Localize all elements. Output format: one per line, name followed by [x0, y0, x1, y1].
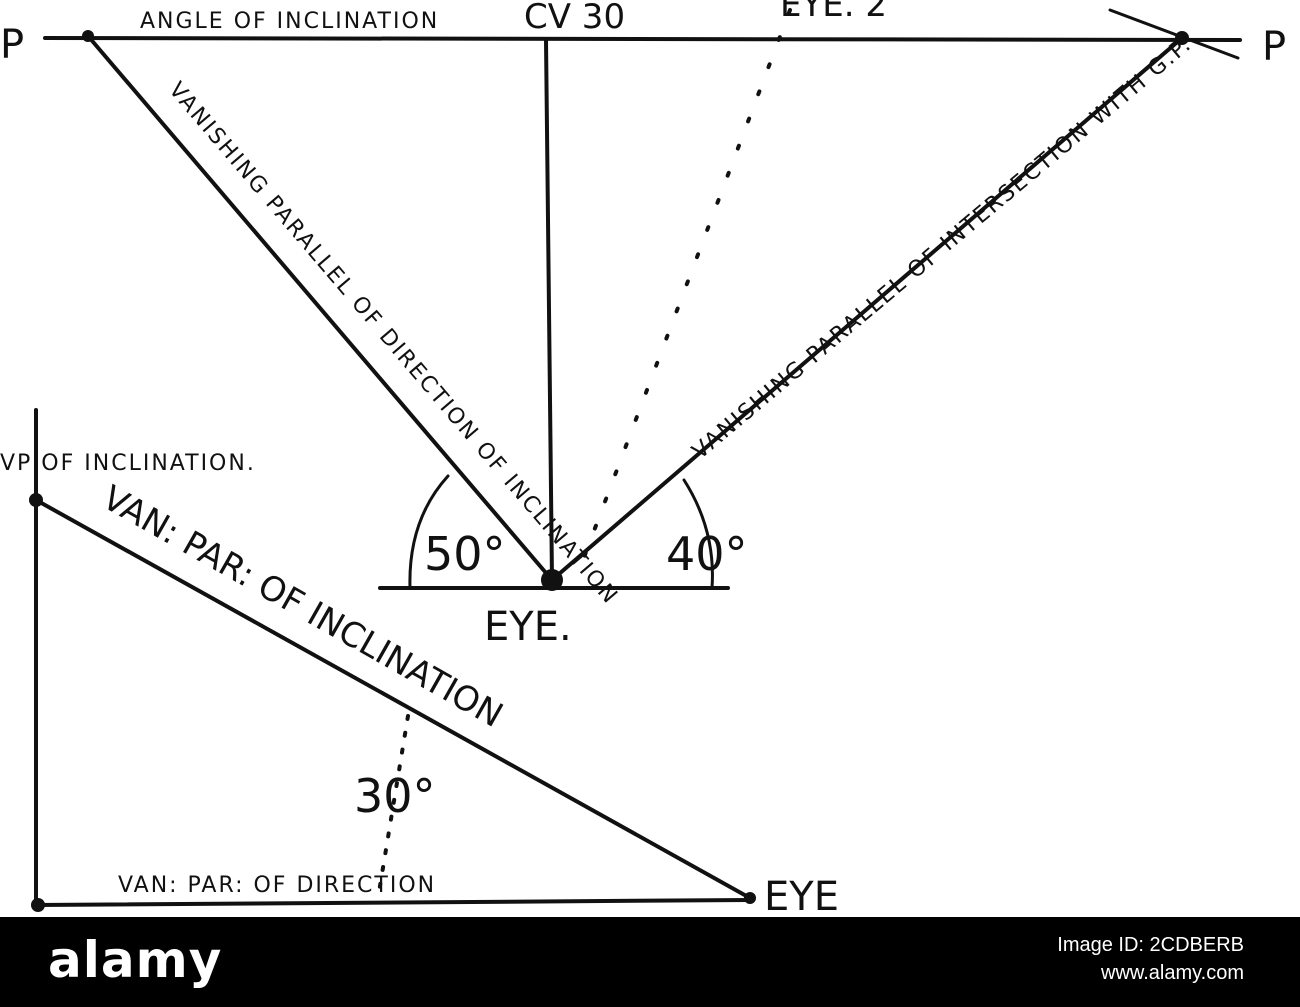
- picture-plane-line: [43, 36, 1242, 42]
- vp-point-lower: [29, 493, 43, 507]
- label-angle-30: 30°: [354, 769, 436, 823]
- footer-url: www.alamy.com: [1101, 962, 1244, 984]
- label-eye-upper: EYE.: [484, 604, 572, 650]
- eye-dotted-line: [578, 8, 792, 570]
- label-van-par-intersection: VANISHING PARALLEL OF INTERSECTION WITH …: [688, 32, 1197, 465]
- label-angle-40: 40°: [666, 527, 748, 581]
- vanishing-direction-line: [86, 34, 554, 582]
- label-van-par-direction: VANISHING PARALLEL OF DIRECTION OF INCLI…: [163, 78, 623, 610]
- alamy-logo: alamy: [48, 931, 223, 989]
- angle-40-arc: [682, 478, 714, 590]
- angle-50-arc: [408, 474, 450, 590]
- label-eye-lower: EYE: [764, 874, 839, 917]
- label-p-left: P: [0, 22, 24, 68]
- label-p-right: P: [1262, 24, 1286, 70]
- label-van-par-inclination: VAN: PAR: OF INCLINATION: [96, 478, 510, 736]
- label-eye-2: EYE. 2: [780, 0, 887, 25]
- label-angle-50: 50°: [424, 527, 506, 581]
- image-id: Image ID: 2CDBERB: [1057, 934, 1244, 956]
- vanishing-intersection-line: [550, 36, 1184, 582]
- watermark-footer: alamy Image ID: 2CDBERB www.alamy.com: [0, 917, 1300, 1007]
- lower-baseline: [34, 898, 752, 907]
- angle-30-dotted: [376, 714, 410, 900]
- eye-point-upper: [541, 569, 563, 591]
- label-van-par-dir-bottom: VAN: PAR: OF DIRECTION: [118, 873, 436, 898]
- label-cv: CV 30: [524, 0, 625, 37]
- lower-inclination-line: [34, 498, 752, 900]
- label-vp-inclination: VP OF INCLINATION.: [0, 451, 256, 476]
- label-angle-of-inclination: ANGLE OF INCLINATION: [140, 9, 439, 34]
- corner-point-lower: [31, 898, 45, 912]
- point-p-right: [1175, 31, 1189, 45]
- perspective-diagram: P P ANGLE OF INCLINATION CV 30 EYE. 2 VA…: [0, 0, 1286, 917]
- eye-point-lower: [744, 892, 756, 904]
- central-vertical-line: [544, 38, 554, 582]
- right-tick-line: [1108, 8, 1240, 60]
- point-p-left: [82, 30, 94, 42]
